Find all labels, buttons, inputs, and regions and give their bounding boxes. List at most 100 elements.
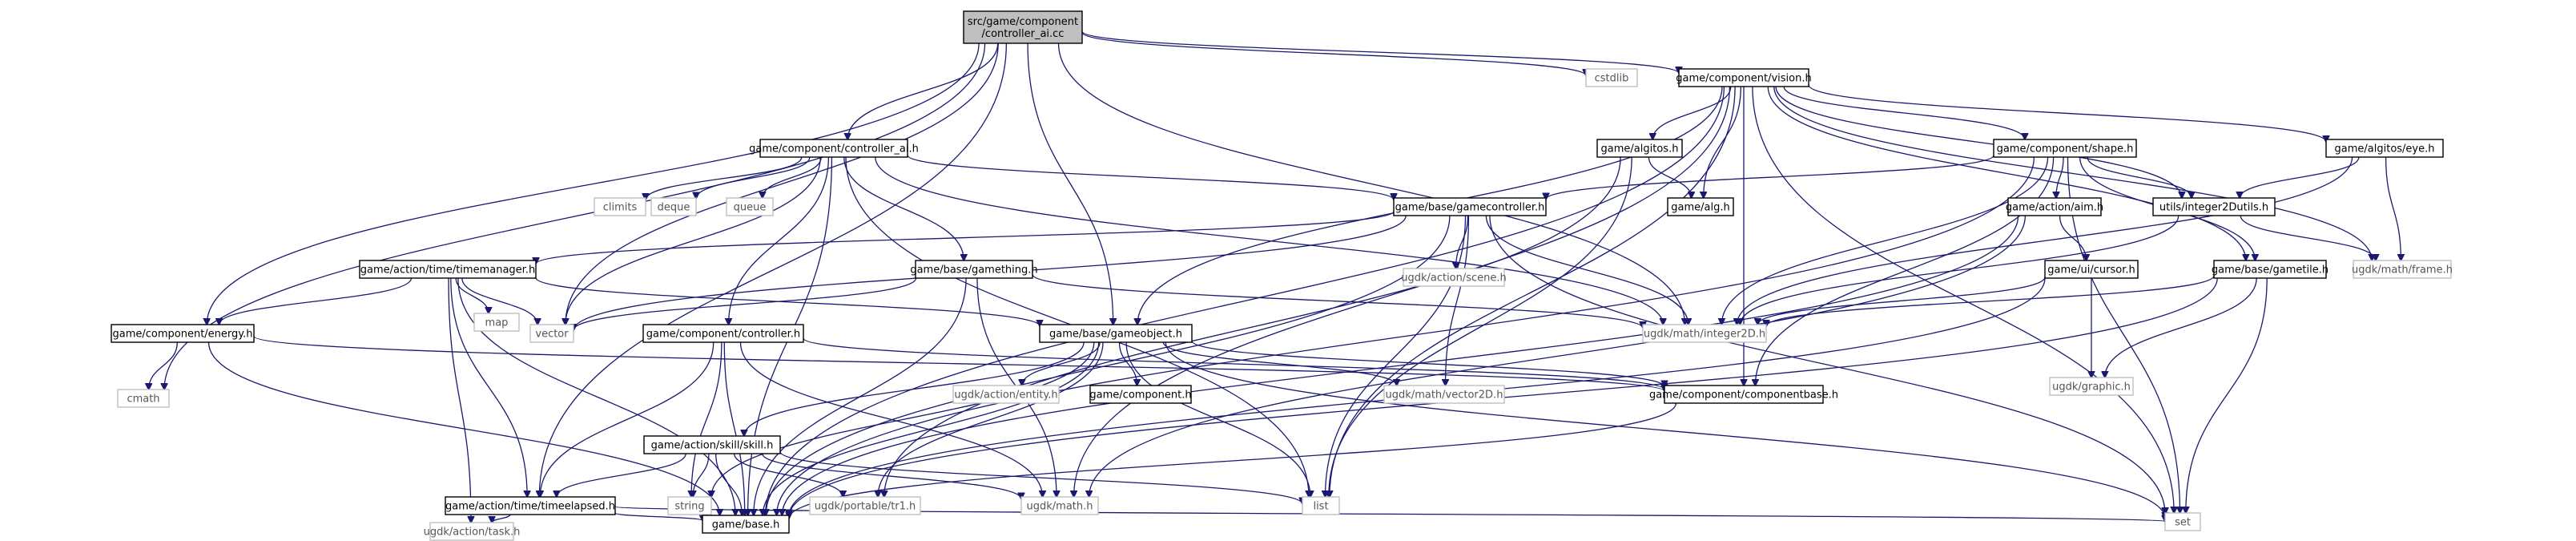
node-label: game/algitos/eye.h bbox=[2335, 143, 2435, 155]
edge-controller_ai-to-vector bbox=[566, 156, 821, 325]
node-box bbox=[445, 496, 616, 515]
node-algitos[interactable]: game/algitos.h bbox=[1596, 139, 1683, 158]
node-gamecontroller[interactable]: game/base/gamecontroller.h bbox=[1393, 197, 1547, 216]
node-scene: ugdk/action/scene.h bbox=[1401, 268, 1507, 287]
edge-gamecontroller-to-scene bbox=[1456, 215, 1469, 268]
edge-timeelapsed-to-task bbox=[492, 514, 511, 523]
node-deque: deque bbox=[650, 197, 697, 216]
edge-gameobject-to-base bbox=[763, 341, 1100, 515]
node-root[interactable]: src/game/component/controller_ai.cc bbox=[963, 10, 1083, 44]
node-label: vector bbox=[535, 329, 569, 341]
edge-controller-to-base bbox=[723, 341, 744, 515]
node-label: string bbox=[674, 501, 704, 513]
node-box bbox=[915, 260, 1033, 279]
edge-root-to-gameobject bbox=[1027, 42, 1113, 325]
edge-controller_ai-to-integer2d bbox=[875, 156, 1663, 325]
edge-timemanager-to-timeelapsed bbox=[450, 277, 527, 497]
node-layer: src/game/component/controller_ai.cccstdl… bbox=[111, 10, 2453, 541]
edge-gamecontroller-to-timemanager bbox=[536, 211, 1395, 264]
node-cstdlib: cstdlib bbox=[1585, 68, 1638, 87]
edge-timemanager-to-map bbox=[455, 277, 489, 313]
node-timemanager[interactable]: game/action/time/timemanager.h bbox=[359, 260, 537, 279]
node-gameobject[interactable]: game/base/gameobject.h bbox=[1039, 324, 1193, 343]
node-componentbase[interactable]: game/component/componentbase.h bbox=[1649, 385, 1838, 404]
edge-skill-to-string bbox=[693, 453, 710, 497]
node-box bbox=[1020, 496, 1099, 515]
node-skill[interactable]: game/action/skill/skill.h bbox=[643, 435, 781, 454]
node-label: game/base/gamecontroller.h bbox=[1395, 202, 1545, 214]
node-box bbox=[643, 435, 781, 454]
node-shape[interactable]: game/component/shape.h bbox=[1993, 139, 2137, 158]
edge-cursor-to-integer2d bbox=[1757, 277, 2046, 325]
edge-shape-to-aim bbox=[2056, 156, 2064, 198]
node-box bbox=[642, 324, 804, 343]
edge-skill-to-list bbox=[779, 451, 1302, 504]
node-box bbox=[359, 260, 537, 279]
edge-skill-to-base bbox=[715, 453, 743, 515]
edge-vision-to-set bbox=[1752, 86, 2174, 513]
node-alg[interactable]: game/alg.h bbox=[1667, 197, 1734, 216]
node-aim[interactable]: game/action/aim.h bbox=[2006, 197, 2103, 216]
edge-gameobject-to-list bbox=[1125, 341, 1310, 497]
edge-controller_ai-to-queue bbox=[763, 156, 822, 198]
node-label: climits bbox=[603, 202, 638, 214]
node-task: ugdk/action/task.h bbox=[424, 522, 520, 541]
node-box bbox=[1642, 324, 1767, 343]
node-label: game/base/gametile.h bbox=[2212, 264, 2328, 277]
node-gamething[interactable]: game/base/gamething.h bbox=[910, 260, 1038, 279]
node-label: game/alg.h bbox=[1671, 202, 1729, 214]
node-energy[interactable]: game/component/energy.h bbox=[111, 324, 255, 343]
node-timeelapsed[interactable]: game/action/time/timeelapsed.h bbox=[445, 496, 616, 515]
node-integer2d: ugdk/math/integer2D.h bbox=[1642, 324, 1767, 343]
edge-gameobject-to-skill bbox=[744, 341, 1085, 436]
node-label: game/base/gameobject.h bbox=[1049, 329, 1182, 341]
edge-vision-to-eye bbox=[1808, 84, 2326, 142]
node-climits: climits bbox=[594, 197, 646, 216]
node-label: game/component/energy.h bbox=[113, 329, 253, 341]
node-label: src/game/component bbox=[968, 16, 1078, 28]
node-gametile[interactable]: game/base/gametile.h bbox=[2212, 260, 2328, 279]
node-component[interactable]: game/component.h bbox=[1089, 385, 1192, 404]
edge-root-to-vision bbox=[1081, 30, 1679, 73]
node-label: /controller_ai.cc bbox=[982, 28, 1065, 40]
edge-gametile-to-set bbox=[2186, 277, 2268, 513]
node-base[interactable]: game/base.h bbox=[702, 515, 790, 534]
node-vision[interactable]: game/component/vision.h bbox=[1676, 68, 1812, 87]
node-label: ugdk/graphic.h bbox=[2052, 382, 2131, 394]
node-label: ugdk/portable/tr1.h bbox=[815, 501, 916, 513]
node-box bbox=[2325, 139, 2444, 158]
node-label: game/component/controller.h bbox=[646, 329, 800, 341]
node-map: map bbox=[473, 313, 520, 332]
node-box bbox=[1596, 139, 1683, 158]
edge-controller_ai-to-gamething bbox=[843, 156, 964, 260]
edge-integer2dutils-to-frame bbox=[2240, 215, 2376, 260]
edge-controller_ai-to-climits bbox=[646, 156, 803, 200]
node-box bbox=[2152, 197, 2276, 216]
node-box bbox=[2007, 197, 2102, 216]
edge-gameobject-to-componentbase bbox=[1191, 340, 1664, 386]
node-eye[interactable]: game/algitos/eye.h bbox=[2325, 139, 2444, 158]
node-controller_ai[interactable]: game/component/controller_ai.h bbox=[749, 139, 919, 158]
node-integer2dutils[interactable]: utils/integer2Dutils.h bbox=[2152, 197, 2276, 216]
edge-gamecontroller-to-integer2d bbox=[1485, 215, 1688, 325]
node-controller[interactable]: game/component/controller.h bbox=[642, 324, 804, 343]
edge-shape-to-componentbase bbox=[1755, 156, 2055, 386]
node-label: ugdk/math/vector2D.h bbox=[1386, 390, 1503, 402]
edge-eye-to-frame bbox=[2385, 156, 2401, 260]
node-box bbox=[667, 496, 712, 515]
edge-root-to-cstdlib bbox=[1081, 31, 1586, 75]
node-label: game/action/aim.h bbox=[2006, 202, 2103, 214]
edge-controller_ai-to-gamecontroller bbox=[907, 154, 1394, 200]
node-cursor[interactable]: game/ui/cursor.h bbox=[2044, 260, 2139, 279]
edge-root-to-energy bbox=[207, 42, 980, 325]
edge-algitos-to-tr1 bbox=[884, 156, 1621, 497]
node-box bbox=[759, 139, 908, 158]
edge-energy-to-base bbox=[207, 341, 719, 515]
node-box bbox=[1383, 385, 1505, 404]
edge-vision-to-algitos bbox=[1652, 86, 1732, 139]
node-box bbox=[1089, 385, 1192, 404]
edge-timemanager-to-task bbox=[448, 277, 471, 523]
node-label: ugdk/math.h bbox=[1027, 501, 1093, 513]
node-label: game/component/componentbase.h bbox=[1649, 390, 1838, 402]
